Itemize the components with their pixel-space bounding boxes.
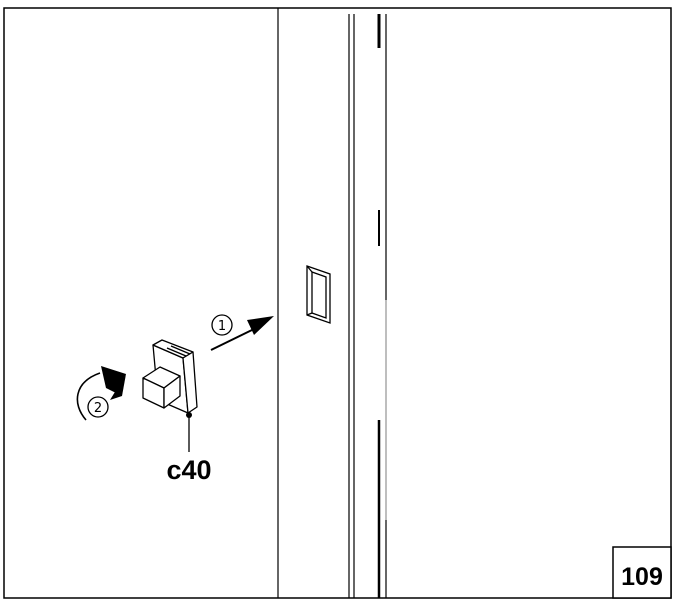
part-leader-line bbox=[186, 412, 192, 452]
rotate-arrow-icon bbox=[76, 366, 126, 421]
push-arrow-icon bbox=[210, 316, 274, 351]
step-two-label: 2 bbox=[94, 401, 102, 416]
panel-recess bbox=[306, 265, 331, 324]
step-one-marker: 1 bbox=[211, 314, 233, 336]
step-one-label: 1 bbox=[218, 319, 226, 334]
page-number: 109 bbox=[621, 563, 663, 591]
cabinet-panel bbox=[277, 8, 387, 598]
part-label-c40: c40 bbox=[166, 455, 211, 485]
page-number-box: 109 bbox=[612, 546, 672, 599]
diagram-frame bbox=[3, 7, 672, 599]
step-two-marker: 2 bbox=[87, 396, 109, 418]
